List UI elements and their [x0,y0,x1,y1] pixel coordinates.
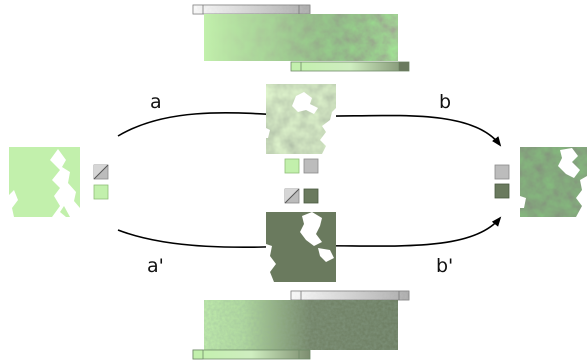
label-a: a [150,91,162,113]
light-green-swatch-icon [93,184,109,200]
gray-swatch-icon [494,164,510,180]
dark-green-swatch-icon [303,188,319,204]
target-image [520,147,587,217]
source-image [9,147,80,217]
top-green-bar [290,61,410,72]
label-a-prime: a' [147,255,164,277]
light-green-swatch-icon [284,158,300,174]
gray-swatch-icon [303,158,319,174]
bottom-green-bar [192,349,311,360]
intermediate-image-a [266,84,336,154]
bottom-transition-band [192,290,410,360]
top-transition-band [192,4,410,72]
half-split-swatch-icon [284,188,300,204]
intermediate-image-a-prime [266,212,336,282]
label-b-prime: b' [436,255,453,277]
dark-green-swatch-icon [494,183,510,199]
label-b: b [439,91,451,113]
half-split-swatch-icon [93,164,109,180]
